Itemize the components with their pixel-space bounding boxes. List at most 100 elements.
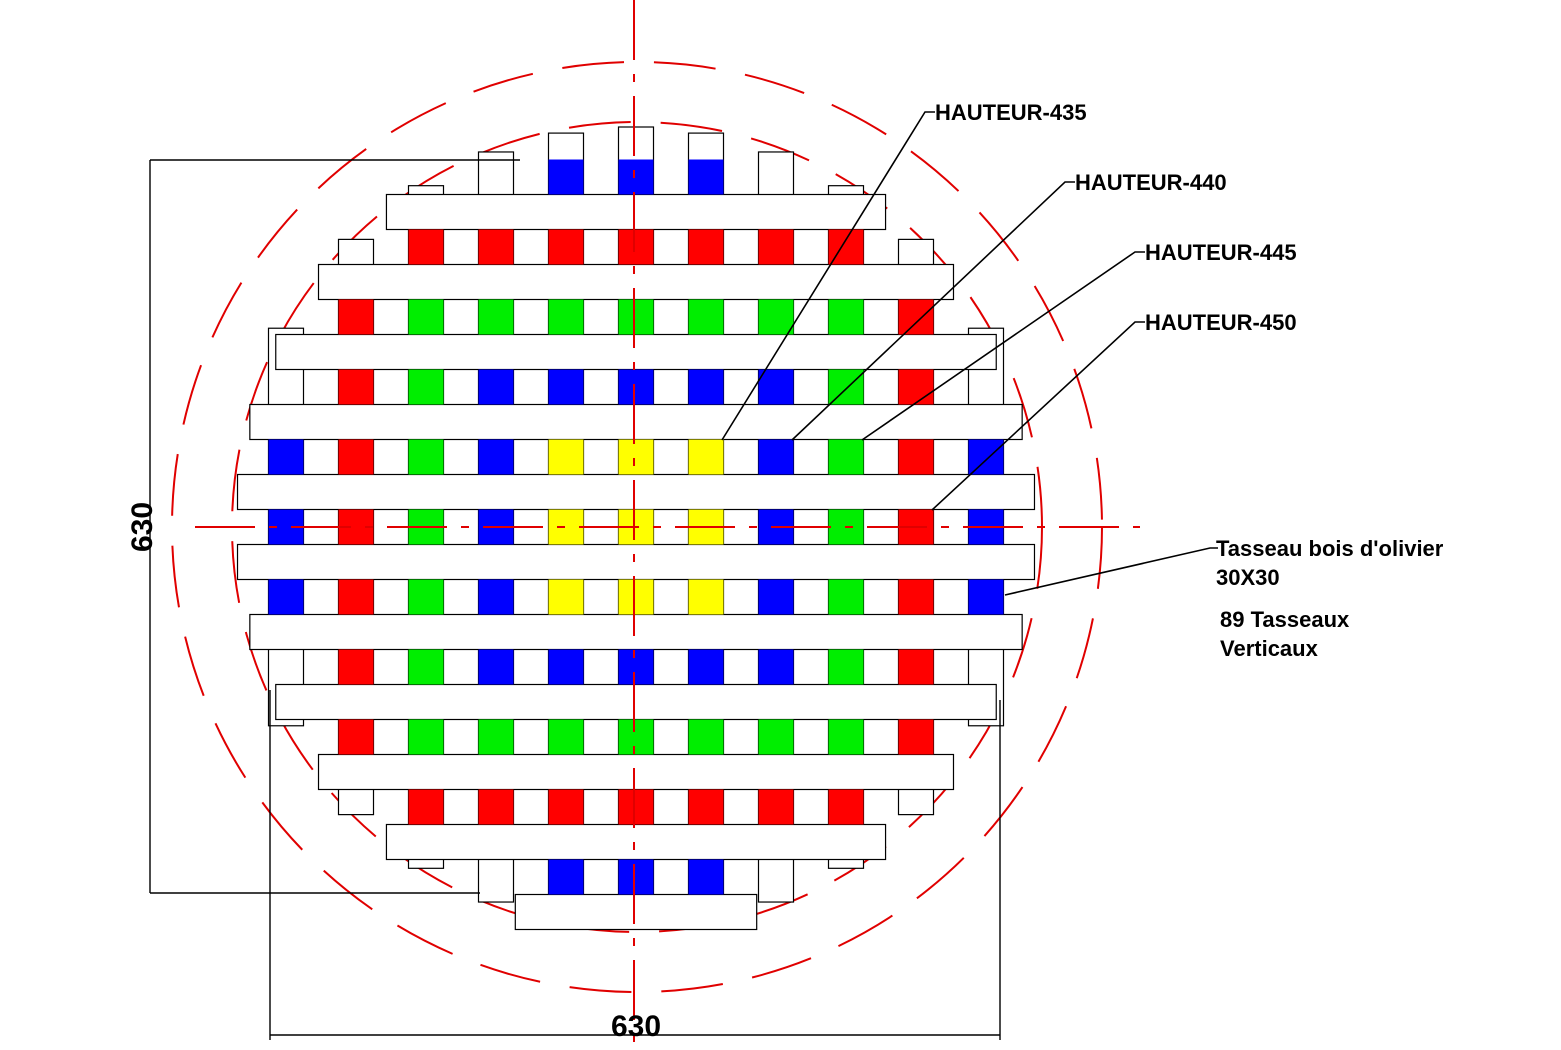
colored-square bbox=[548, 579, 584, 615]
colored-square bbox=[338, 649, 374, 685]
colored-square bbox=[478, 649, 514, 685]
horizontal-slat bbox=[385, 823, 887, 861]
colored-square bbox=[828, 649, 864, 685]
colored-square bbox=[828, 299, 864, 335]
colored-square bbox=[548, 509, 584, 545]
leader-line-tasseau bbox=[1004, 547, 1218, 596]
colored-square bbox=[618, 859, 654, 895]
colored-square bbox=[408, 719, 444, 755]
width-dimension: 630 bbox=[269, 690, 1001, 1043]
colored-square bbox=[338, 719, 374, 755]
colored-square bbox=[408, 369, 444, 405]
colored-square bbox=[548, 159, 584, 195]
colored-square bbox=[618, 439, 654, 475]
colored-square bbox=[408, 299, 444, 335]
colored-square bbox=[408, 579, 444, 615]
colored-square bbox=[618, 649, 654, 685]
colored-square bbox=[338, 299, 374, 335]
colored-square bbox=[758, 299, 794, 335]
horizontal-slat bbox=[275, 683, 997, 721]
colored-square bbox=[408, 439, 444, 475]
colored-square bbox=[268, 579, 304, 615]
width-dimension-label: 630 bbox=[611, 1010, 661, 1043]
horizontal-slat bbox=[275, 333, 997, 371]
colored-square bbox=[408, 789, 444, 825]
colored-square bbox=[408, 229, 444, 265]
horizontal-slat bbox=[317, 753, 955, 791]
label-tasseau-size: 30X30 bbox=[1216, 565, 1280, 590]
colored-square bbox=[478, 579, 514, 615]
label-hauteur-435: HAUTEUR-435 bbox=[935, 100, 1087, 125]
leader-line-440 bbox=[791, 181, 1075, 441]
colored-square bbox=[478, 229, 514, 265]
colored-square bbox=[828, 369, 864, 405]
horizontal-slat bbox=[249, 403, 1023, 441]
colored-square bbox=[898, 369, 934, 405]
horizontal-slat bbox=[514, 893, 758, 931]
colored-square bbox=[548, 229, 584, 265]
colored-square bbox=[618, 369, 654, 405]
colored-square bbox=[618, 789, 654, 825]
label-tasseau: Tasseau bois d'olivier bbox=[1216, 536, 1444, 561]
colored-square bbox=[478, 299, 514, 335]
horizontal-slat bbox=[236, 473, 1036, 511]
colored-square bbox=[688, 439, 724, 475]
colored-square bbox=[968, 439, 1004, 475]
colored-square bbox=[618, 719, 654, 755]
leader-line-435 bbox=[721, 111, 935, 441]
height-dimension-label: 630 bbox=[126, 502, 159, 552]
colored-square bbox=[548, 719, 584, 755]
colored-square bbox=[688, 229, 724, 265]
colored-square bbox=[548, 299, 584, 335]
colored-square bbox=[338, 369, 374, 405]
colored-square bbox=[478, 439, 514, 475]
colored-square bbox=[758, 579, 794, 615]
colored-square bbox=[338, 579, 374, 615]
colored-square bbox=[898, 719, 934, 755]
colored-square bbox=[898, 649, 934, 685]
colored-square bbox=[758, 789, 794, 825]
colored-square bbox=[618, 579, 654, 615]
label-slat-orientation: Verticaux bbox=[1220, 636, 1319, 661]
label-slat-count: 89 Tasseaux bbox=[1220, 607, 1350, 632]
colored-square bbox=[828, 579, 864, 615]
colored-square bbox=[688, 159, 724, 195]
label-hauteur-450: HAUTEUR-450 bbox=[1145, 310, 1297, 335]
colored-square bbox=[688, 719, 724, 755]
colored-square bbox=[898, 579, 934, 615]
colored-square bbox=[548, 649, 584, 685]
horizontal-slat bbox=[236, 543, 1036, 581]
colored-square bbox=[548, 859, 584, 895]
colored-square bbox=[828, 789, 864, 825]
colored-square bbox=[478, 789, 514, 825]
colored-square bbox=[758, 439, 794, 475]
colored-square bbox=[828, 719, 864, 755]
colored-square bbox=[338, 439, 374, 475]
colored-square bbox=[758, 229, 794, 265]
horizontal-slat bbox=[317, 263, 955, 301]
colored-square bbox=[618, 159, 654, 195]
horizontal-slat bbox=[249, 613, 1023, 651]
leader-line-445 bbox=[861, 251, 1145, 441]
colored-square bbox=[758, 369, 794, 405]
colored-square bbox=[548, 369, 584, 405]
leader-line-450 bbox=[931, 321, 1145, 511]
colored-square bbox=[478, 369, 514, 405]
colored-square bbox=[548, 789, 584, 825]
colored-square bbox=[478, 719, 514, 755]
label-hauteur-440: HAUTEUR-440 bbox=[1075, 170, 1227, 195]
colored-square bbox=[898, 439, 934, 475]
colored-square bbox=[268, 439, 304, 475]
height-dimension: 630 bbox=[126, 159, 520, 894]
colored-square bbox=[548, 439, 584, 475]
colored-square bbox=[968, 579, 1004, 615]
label-hauteur-445: HAUTEUR-445 bbox=[1145, 240, 1297, 265]
colored-square bbox=[408, 649, 444, 685]
colored-square bbox=[688, 789, 724, 825]
colored-square bbox=[758, 649, 794, 685]
colored-square bbox=[758, 719, 794, 755]
horizontal-slat bbox=[385, 193, 887, 231]
colored-square bbox=[688, 859, 724, 895]
colored-square bbox=[828, 439, 864, 475]
